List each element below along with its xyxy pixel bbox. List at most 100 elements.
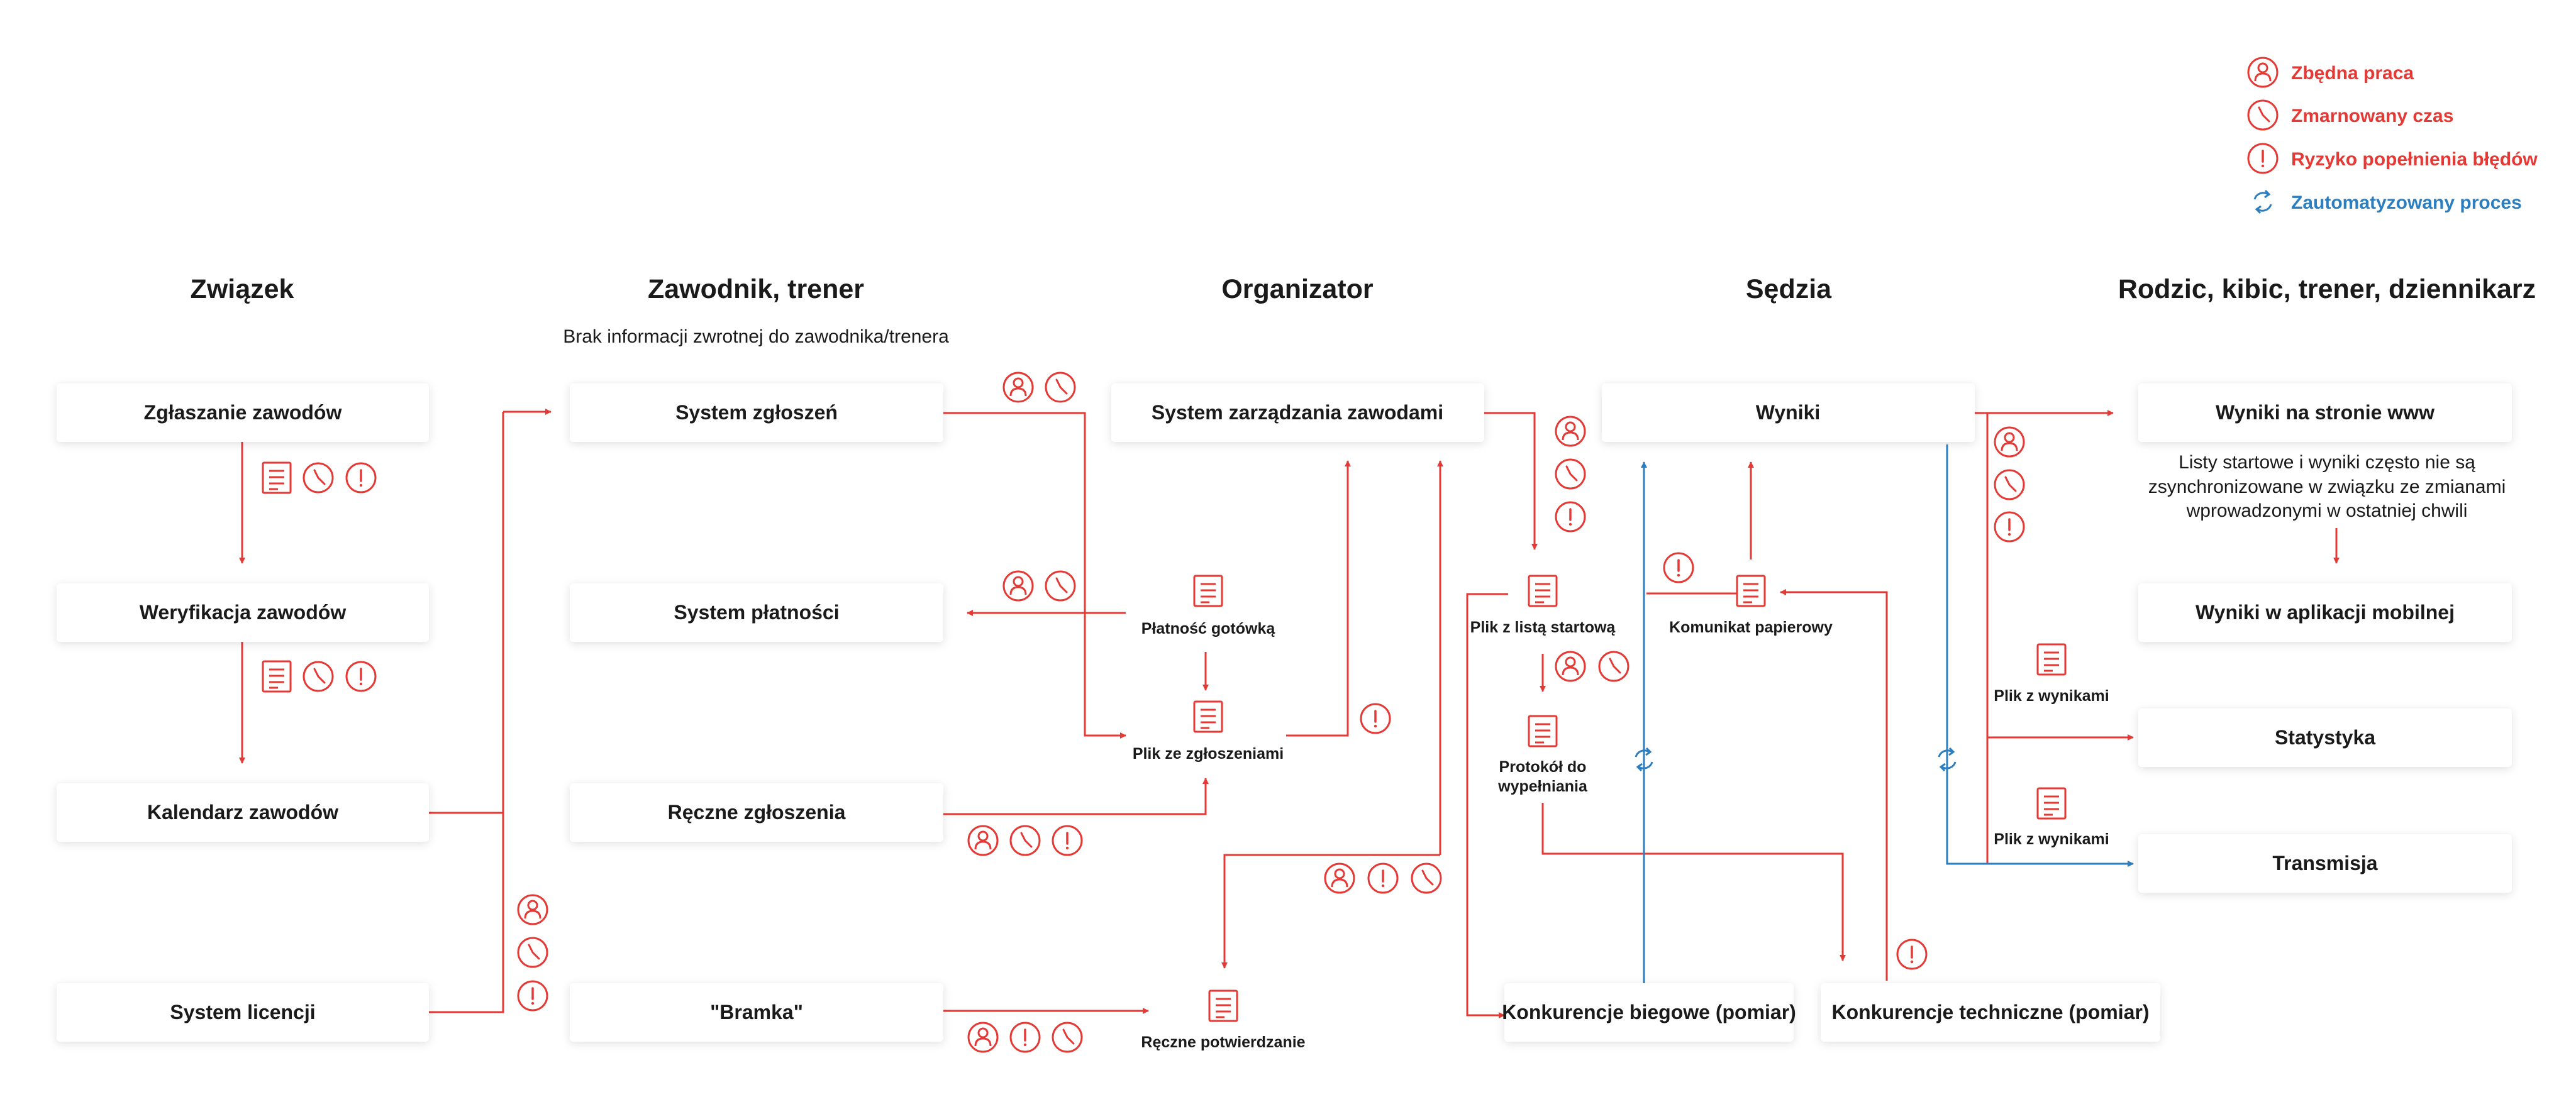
issues-lista-startowa <box>1555 651 1629 682</box>
legend-label: Zautomatyzowany proces <box>2291 192 2522 213</box>
box-system-platnosci[interactable]: System płatności <box>570 583 943 642</box>
clock-icon <box>517 937 548 968</box>
legend: Zbędna praca Zmarnowany czas Ryzyko pope… <box>2247 57 2538 214</box>
box-kalendarz-zawodow[interactable]: Kalendarz zawodów <box>57 783 429 842</box>
clock-icon <box>1598 651 1629 682</box>
box-bramka[interactable]: "Bramka" <box>570 983 943 1042</box>
doc-komunikat-papierowy: Komunikat papierowy <box>1669 575 1833 636</box>
issues-potwierdzanie <box>1324 863 1442 894</box>
column-title-sedzia: Sędzia <box>1746 274 1832 304</box>
document-icon <box>1193 575 1223 607</box>
arrow-wyniki-transmisja-auto <box>1946 444 2134 867</box>
box-label: Wyniki na stronie www <box>2216 401 2434 424</box>
doc-plik-lista-startowa: Plik z listą startową <box>1470 575 1616 636</box>
clock-icon <box>1555 458 1586 490</box>
document-icon <box>1736 575 1766 607</box>
warning-icon <box>1360 703 1391 734</box>
arrow-reczne-plik <box>943 778 1209 815</box>
document-icon <box>262 660 292 693</box>
box-system-licencji[interactable]: System licencji <box>57 983 429 1042</box>
warning-icon <box>1367 863 1399 894</box>
warning-icon <box>1663 552 1694 583</box>
doc-label: Plik z wynikami <box>1994 687 2109 705</box>
box-statystyka[interactable]: Statystyka <box>2138 708 2512 767</box>
clock-icon <box>1045 570 1076 602</box>
box-label: Kalendarz zawodów <box>147 801 338 824</box>
issues-bramka <box>967 1022 1083 1053</box>
box-wyniki-www[interactable]: Wyniki na stronie www <box>2138 383 2512 442</box>
clock-icon <box>303 661 334 692</box>
column-title-zawodnik: Zawodnik, trener <box>648 274 864 304</box>
document-icon <box>262 461 292 494</box>
arrow-lista-biegowe <box>1466 593 1508 1018</box>
issues-techniczne <box>1896 939 1928 970</box>
box-label: System licencji <box>170 1001 315 1023</box>
warning-icon <box>1896 939 1928 970</box>
person-icon <box>1002 570 1034 602</box>
warning-icon <box>1009 1022 1041 1053</box>
clock-icon <box>303 462 334 493</box>
issues-wyniki <box>1994 426 2025 543</box>
clock-icon <box>2247 99 2279 131</box>
doc-reczne-potwierdzanie: Ręczne potwierdzanie <box>1141 990 1306 1051</box>
doc-plik-wynikami-2: Plik z wynikami <box>1994 787 2109 848</box>
clock-icon <box>1045 372 1076 403</box>
warning-icon <box>1555 501 1586 532</box>
connectors <box>239 409 2340 1018</box>
clock-icon <box>1411 863 1442 894</box>
box-label: Transmisja <box>2272 852 2377 874</box>
clock-icon <box>1052 1022 1083 1053</box>
column-title-organizator: Organizator <box>1221 274 1374 304</box>
arrow-plik-zarzadzania <box>1286 460 1351 737</box>
document-icon <box>1193 700 1223 733</box>
clock-icon <box>1009 825 1041 856</box>
box-label: Ręczne zgłoszenia <box>668 801 846 824</box>
box-label: Konkurencje techniczne (pomiar) <box>1832 1001 2150 1023</box>
box-label: Weryfikacja zawodów <box>140 601 347 624</box>
person-icon <box>967 1022 999 1053</box>
document-icon <box>1528 575 1558 607</box>
box-system-zgloszen[interactable]: System zgłoszeń <box>570 383 943 442</box>
arrow-down-potwierdzanie <box>1221 854 1440 969</box>
doc-platnosc-gotowka: Płatność gotówką <box>1141 575 1275 637</box>
person-icon <box>967 825 999 856</box>
doc-protokol: Protokół do wypełniania <box>1497 715 1588 795</box>
document-icon <box>1528 715 1558 747</box>
box-label: System płatności <box>674 601 839 624</box>
box-label: System zgłoszeń <box>675 401 838 424</box>
document-icon <box>2036 643 2067 676</box>
box-weryfikacja-zawodow[interactable]: Weryfikacja zawodów <box>57 583 429 642</box>
warning-icon <box>345 462 377 493</box>
box-konkurencje-techniczne[interactable]: Konkurencje techniczne (pomiar) <box>1821 983 2160 1042</box>
doc-label: Komunikat papierowy <box>1669 619 1833 636</box>
doc-plik-zgloszeniami: Plik ze zgłoszeniami <box>1133 700 1284 763</box>
clock-icon <box>1994 469 2025 500</box>
box-transmisja[interactable]: Transmisja <box>2138 834 2512 893</box>
warning-icon <box>345 661 377 692</box>
person-icon <box>1555 416 1586 447</box>
issues-system-zgloszen <box>1002 372 1076 403</box>
doc-label: Plik z listą startową <box>1470 619 1616 636</box>
arrow-licencje-bus <box>429 412 504 1013</box>
arrow-protokol-techniczne <box>1541 803 1846 961</box>
box-wyniki-mobilna[interactable]: Wyniki w aplikacji mobilnej <box>2138 583 2512 642</box>
box-label: "Bramka" <box>710 1001 803 1023</box>
issues-zgloszenie <box>262 461 377 494</box>
legend-label: Ryzyko popełnienia błędów <box>2291 149 2538 170</box>
document-icon <box>1208 990 1238 1022</box>
box-zgloszenie-zawodow[interactable]: Zgłaszanie zawodów <box>57 383 429 442</box>
issues-weryfikacja <box>262 660 377 693</box>
note-brak-informacji: Brak informacji zwrotnej do zawodnika/tr… <box>563 326 949 347</box>
person-icon <box>1324 863 1355 894</box>
box-label: Wyniki w aplikacji mobilnej <box>2196 601 2455 624</box>
issues-plik-zgloszeniami <box>1360 703 1391 734</box>
box-system-zarzadzania[interactable]: System zarządzania zawodami <box>1111 383 1484 442</box>
arrow-techniczne-komunikat <box>1780 589 1888 981</box>
box-wyniki[interactable]: Wyniki <box>1602 383 1975 442</box>
box-label: Zgłaszanie zawodów <box>144 401 342 424</box>
document-icon <box>2036 787 2067 820</box>
box-reczne-zgloszenia[interactable]: Ręczne zgłoszenia <box>570 783 943 842</box>
box-label: Statystyka <box>2275 726 2375 749</box>
box-konkurencje-biegowe[interactable]: Konkurencje biegowe (pomiar) <box>1502 983 1796 1042</box>
person-icon <box>1555 651 1586 682</box>
